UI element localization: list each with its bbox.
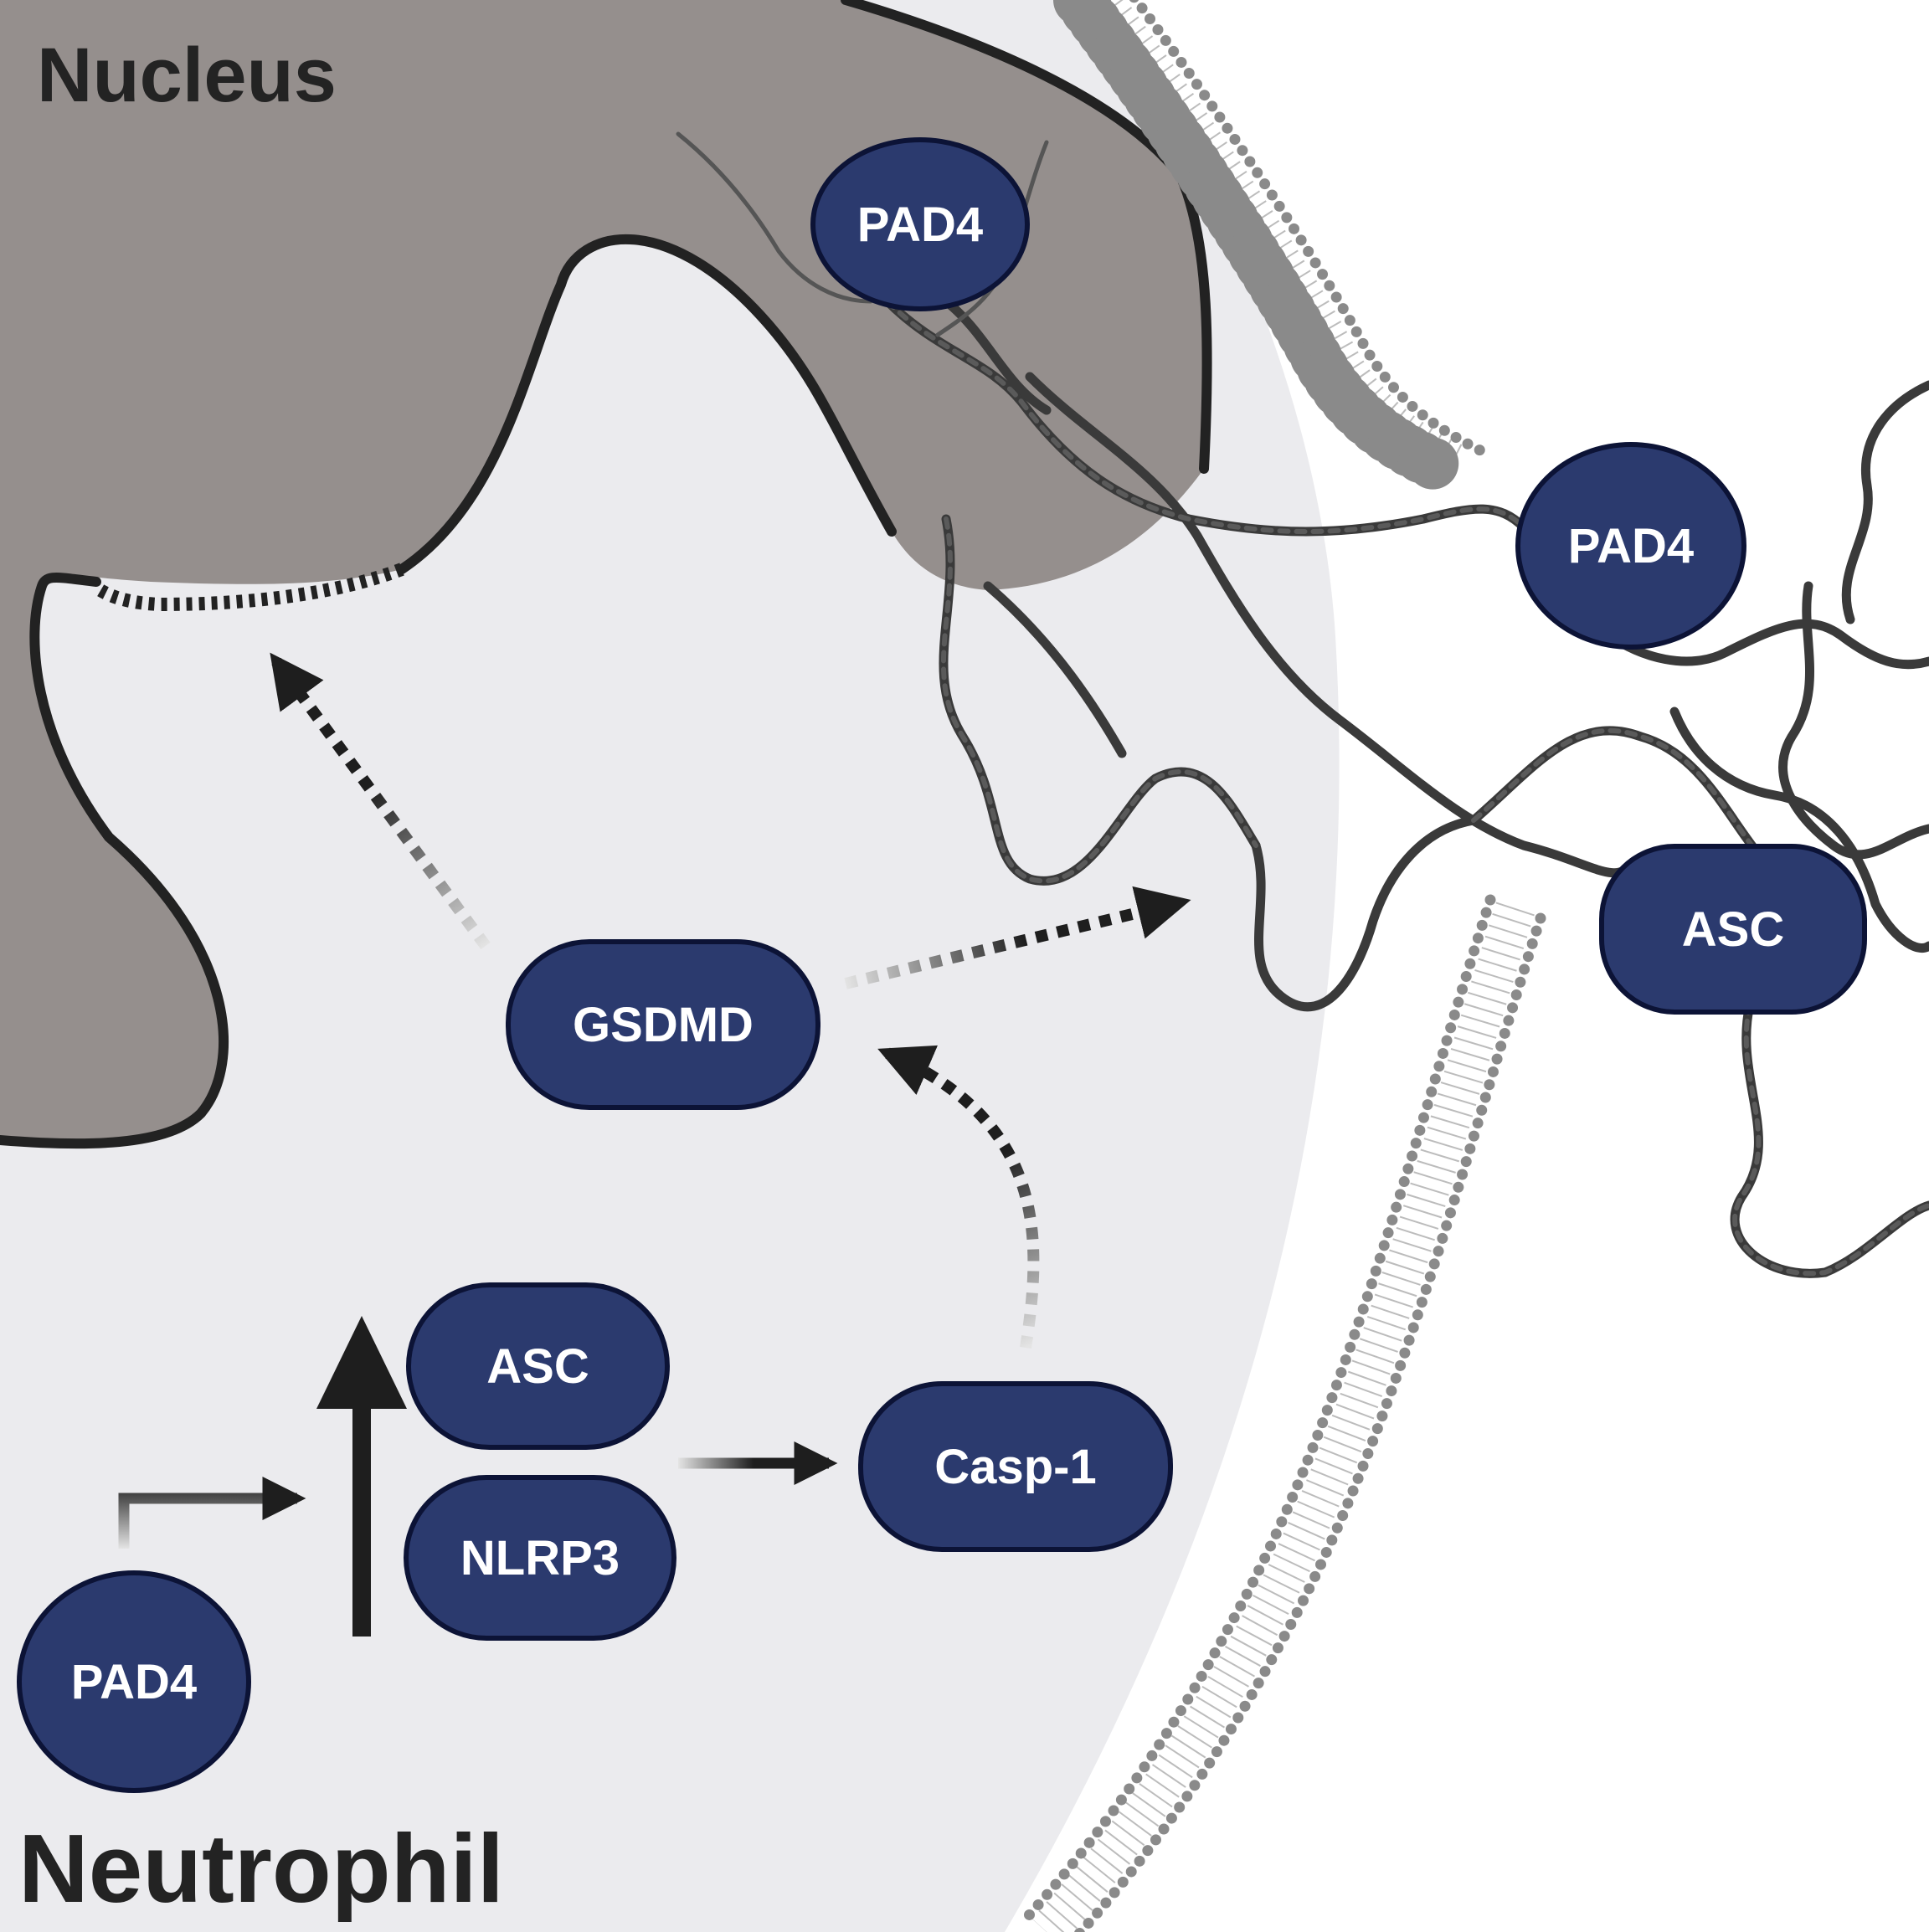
arrow-casp1-to-gsdmd: [877, 1045, 1040, 1349]
nlrp3-protein: NLRP3: [404, 1475, 676, 1641]
cell-membrane-lower: [1016, 894, 1546, 1932]
asc-protein: ASC: [406, 1282, 670, 1450]
asc-extracellular-protein: ASC: [1599, 844, 1867, 1015]
nuclear-envelope-lower: [0, 573, 229, 1149]
chromatin-strands: [676, 131, 1929, 1278]
arrow-gsdmd-to-nucleus: [270, 652, 491, 950]
nucleus-label: Nucleus: [37, 33, 337, 118]
pad4-cytoplasmic-protein: PAD4: [17, 1570, 251, 1793]
arrow-gsdmd-to-membrane: [844, 886, 1191, 989]
pad4-nuclear-protein: PAD4: [810, 137, 1030, 311]
arrow-upregulation: [316, 1316, 407, 1637]
casp1-protein: Casp-1: [858, 1381, 1173, 1552]
pad4-extracellular-protein: PAD4: [1515, 442, 1746, 650]
gsdmd-protein: GSDMD: [506, 939, 820, 1110]
neutrophil-label: Neutrophil: [18, 1814, 504, 1923]
nuclear-envelope-pore: [92, 563, 404, 612]
cell-membrane-upper: [1053, 0, 1488, 491]
arrow-pad4-to-expression: [118, 1477, 306, 1549]
